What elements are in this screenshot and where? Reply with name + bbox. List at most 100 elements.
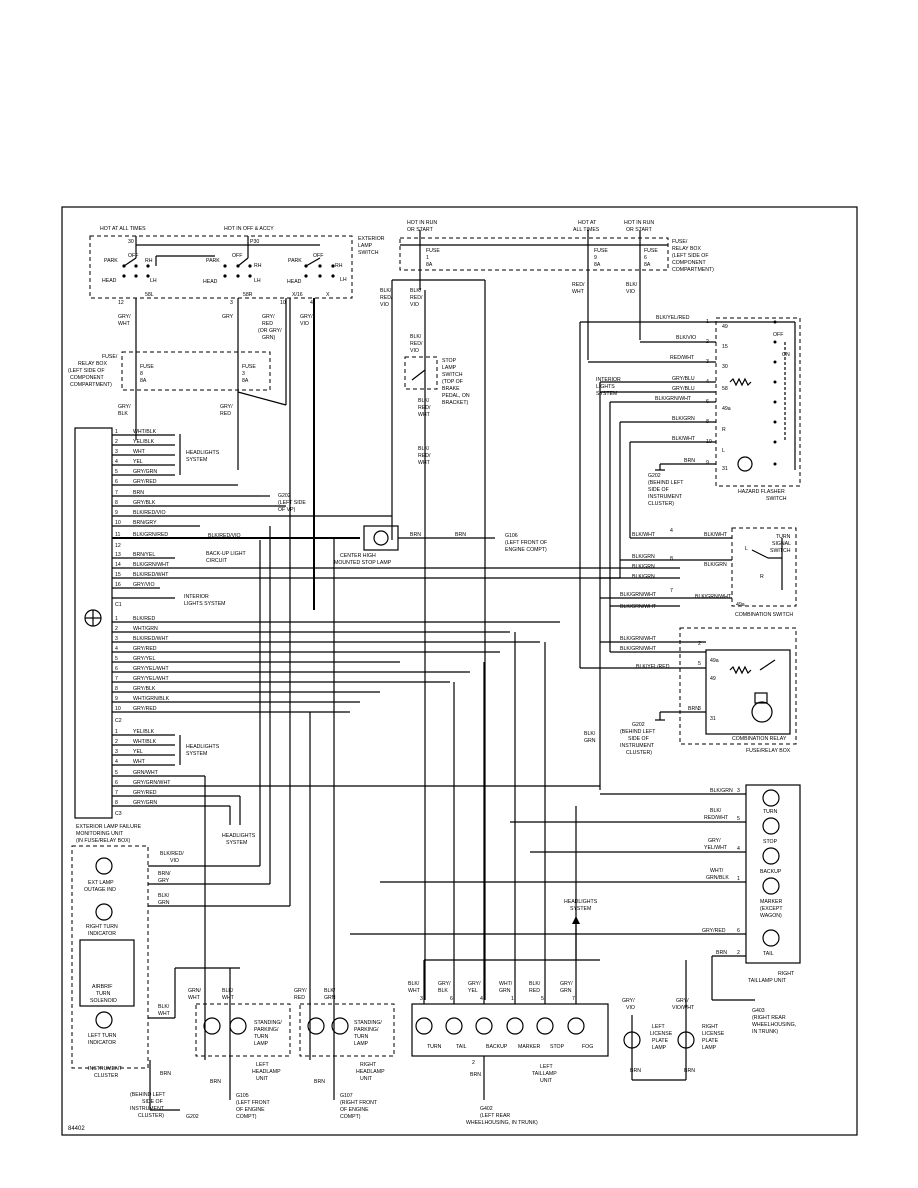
svg-text:OFF: OFF (773, 332, 783, 338)
left-taillamp-lamps: TURN TAIL BACKUP MARKER STOP FOG (415, 1017, 593, 1050)
svg-text:PARK: PARK (104, 258, 118, 264)
svg-text:7: 7 (670, 588, 673, 594)
svg-text:BRN: BRN (630, 1068, 641, 1074)
svg-text:BRN: BRN (133, 490, 144, 496)
svg-text:BRN: BRN (470, 1072, 481, 1078)
svg-text:GRY/VIO: GRY/VIO (300, 314, 313, 327)
svg-text:4: 4 (310, 300, 313, 306)
svg-text:GRY/RED: GRY/RED (133, 646, 157, 652)
svg-text:5: 5 (541, 996, 544, 1002)
hot-at-all-times-label: HOT AT ALL TIMES (100, 226, 146, 232)
svg-text:BLK/RED/VIO: BLK/RED/VIO (208, 533, 241, 539)
svg-text:FUSE/RELAY BOX: FUSE/RELAY BOX (746, 748, 791, 754)
svg-text:BLK/WHT: BLK/WHT (408, 981, 421, 994)
svg-text:PARK: PARK (288, 258, 302, 264)
svg-text:GRY/BLU: GRY/BLU (672, 376, 695, 382)
svg-text:BLK/GRN: BLK/GRN (710, 788, 733, 794)
svg-text:RH: RH (335, 263, 343, 269)
svg-text:G202: G202 (186, 1114, 199, 1120)
svg-text:C3: C3 (115, 811, 122, 817)
svg-text:WHT/GRN: WHT/GRN (133, 626, 158, 632)
svg-text:LEFT TURN: LEFT TURN (88, 1033, 117, 1039)
svg-text:ON: ON (782, 352, 790, 358)
svg-text:58: 58 (722, 386, 728, 392)
svg-text:TAIL: TAIL (456, 1044, 467, 1050)
svg-text:BLK/GRN/WHT: BLK/GRN/WHT (620, 636, 657, 642)
svg-text:BLK/YEL/RED: BLK/YEL/RED (656, 315, 690, 321)
svg-text:OFF: OFF (313, 253, 323, 259)
svg-text:WHT: WHT (133, 759, 146, 765)
switch-terminal-30: 30 (128, 239, 134, 245)
svg-text:BLK/GRN/WHT: BLK/GRN/WHT (655, 396, 692, 402)
svg-text:2: 2 (115, 739, 118, 745)
svg-text:STOP: STOP (550, 1044, 565, 1050)
svg-text:9: 9 (706, 460, 709, 466)
hot-in-off-accy-label: HOT IN OFF & ACCY (224, 226, 274, 232)
svg-text:49a: 49a (710, 658, 719, 664)
svg-text:BLK/GRN: BLK/GRN (584, 731, 596, 744)
svg-text:58R: 58R (243, 292, 253, 298)
svg-text:C1: C1 (115, 602, 122, 608)
svg-text:BLK/RED/WHT: BLK/RED/WHT (704, 808, 729, 821)
svg-text:GRY/RED(OR GRY/GRN): GRY/RED(OR GRY/GRN) (258, 314, 282, 341)
svg-text:WHT: WHT (133, 449, 146, 455)
svg-text:GRY/RED: GRY/RED (133, 479, 157, 485)
combination-relay-title: COMBINATION RELAY (732, 736, 787, 742)
instrument-cluster-box (71, 845, 149, 1069)
diagram-frame (61, 206, 858, 1136)
fuse-relay-box-relay (679, 627, 797, 745)
svg-text:BLK/WHT: BLK/WHT (222, 988, 235, 1001)
svg-text:L: L (722, 448, 725, 454)
svg-text:OFF: OFF (128, 253, 138, 259)
exterior-lamp-switch-box (89, 235, 353, 299)
svg-text:BLK/WHT: BLK/WHT (158, 1004, 171, 1017)
svg-text:BLK/RED/VIO: BLK/RED/VIO (410, 288, 423, 308)
svg-text:8: 8 (115, 686, 118, 692)
svg-text:BLK/GRN: BLK/GRN (704, 562, 727, 568)
svg-text:BRN: BRN (684, 458, 695, 464)
svg-text:11: 11 (115, 532, 120, 538)
svg-text:RH: RH (254, 263, 262, 269)
svg-text:GRY/GRN: GRY/GRN (560, 981, 573, 994)
svg-text:WHT/GRN/BLK: WHT/GRN/BLK (706, 868, 729, 881)
svg-text:16: 16 (115, 582, 121, 588)
svg-text:BLK/GRN: BLK/GRN (632, 554, 655, 560)
svg-text:4: 4 (737, 846, 740, 852)
svg-text:1: 1 (115, 429, 118, 435)
svg-text:BLK/GRN/WHT: BLK/GRN/WHT (695, 594, 732, 600)
svg-text:2: 2 (698, 641, 701, 647)
svg-text:30: 30 (722, 364, 728, 370)
svg-text:BLK/RED: BLK/RED (133, 616, 155, 622)
svg-text:3: 3 (115, 749, 118, 755)
hazard-switch-contacts (716, 320, 796, 472)
svg-text:GRY/YEL/WHT: GRY/YEL/WHT (704, 838, 728, 851)
svg-text:2: 2 (737, 950, 740, 956)
svg-text:WHT/GRN: WHT/GRN (499, 981, 513, 994)
combination-relay-body (705, 649, 791, 735)
svg-text:YEL/BLK: YEL/BLK (133, 729, 155, 735)
c2-wire-stubs (112, 621, 560, 713)
svg-text:8: 8 (115, 800, 118, 806)
